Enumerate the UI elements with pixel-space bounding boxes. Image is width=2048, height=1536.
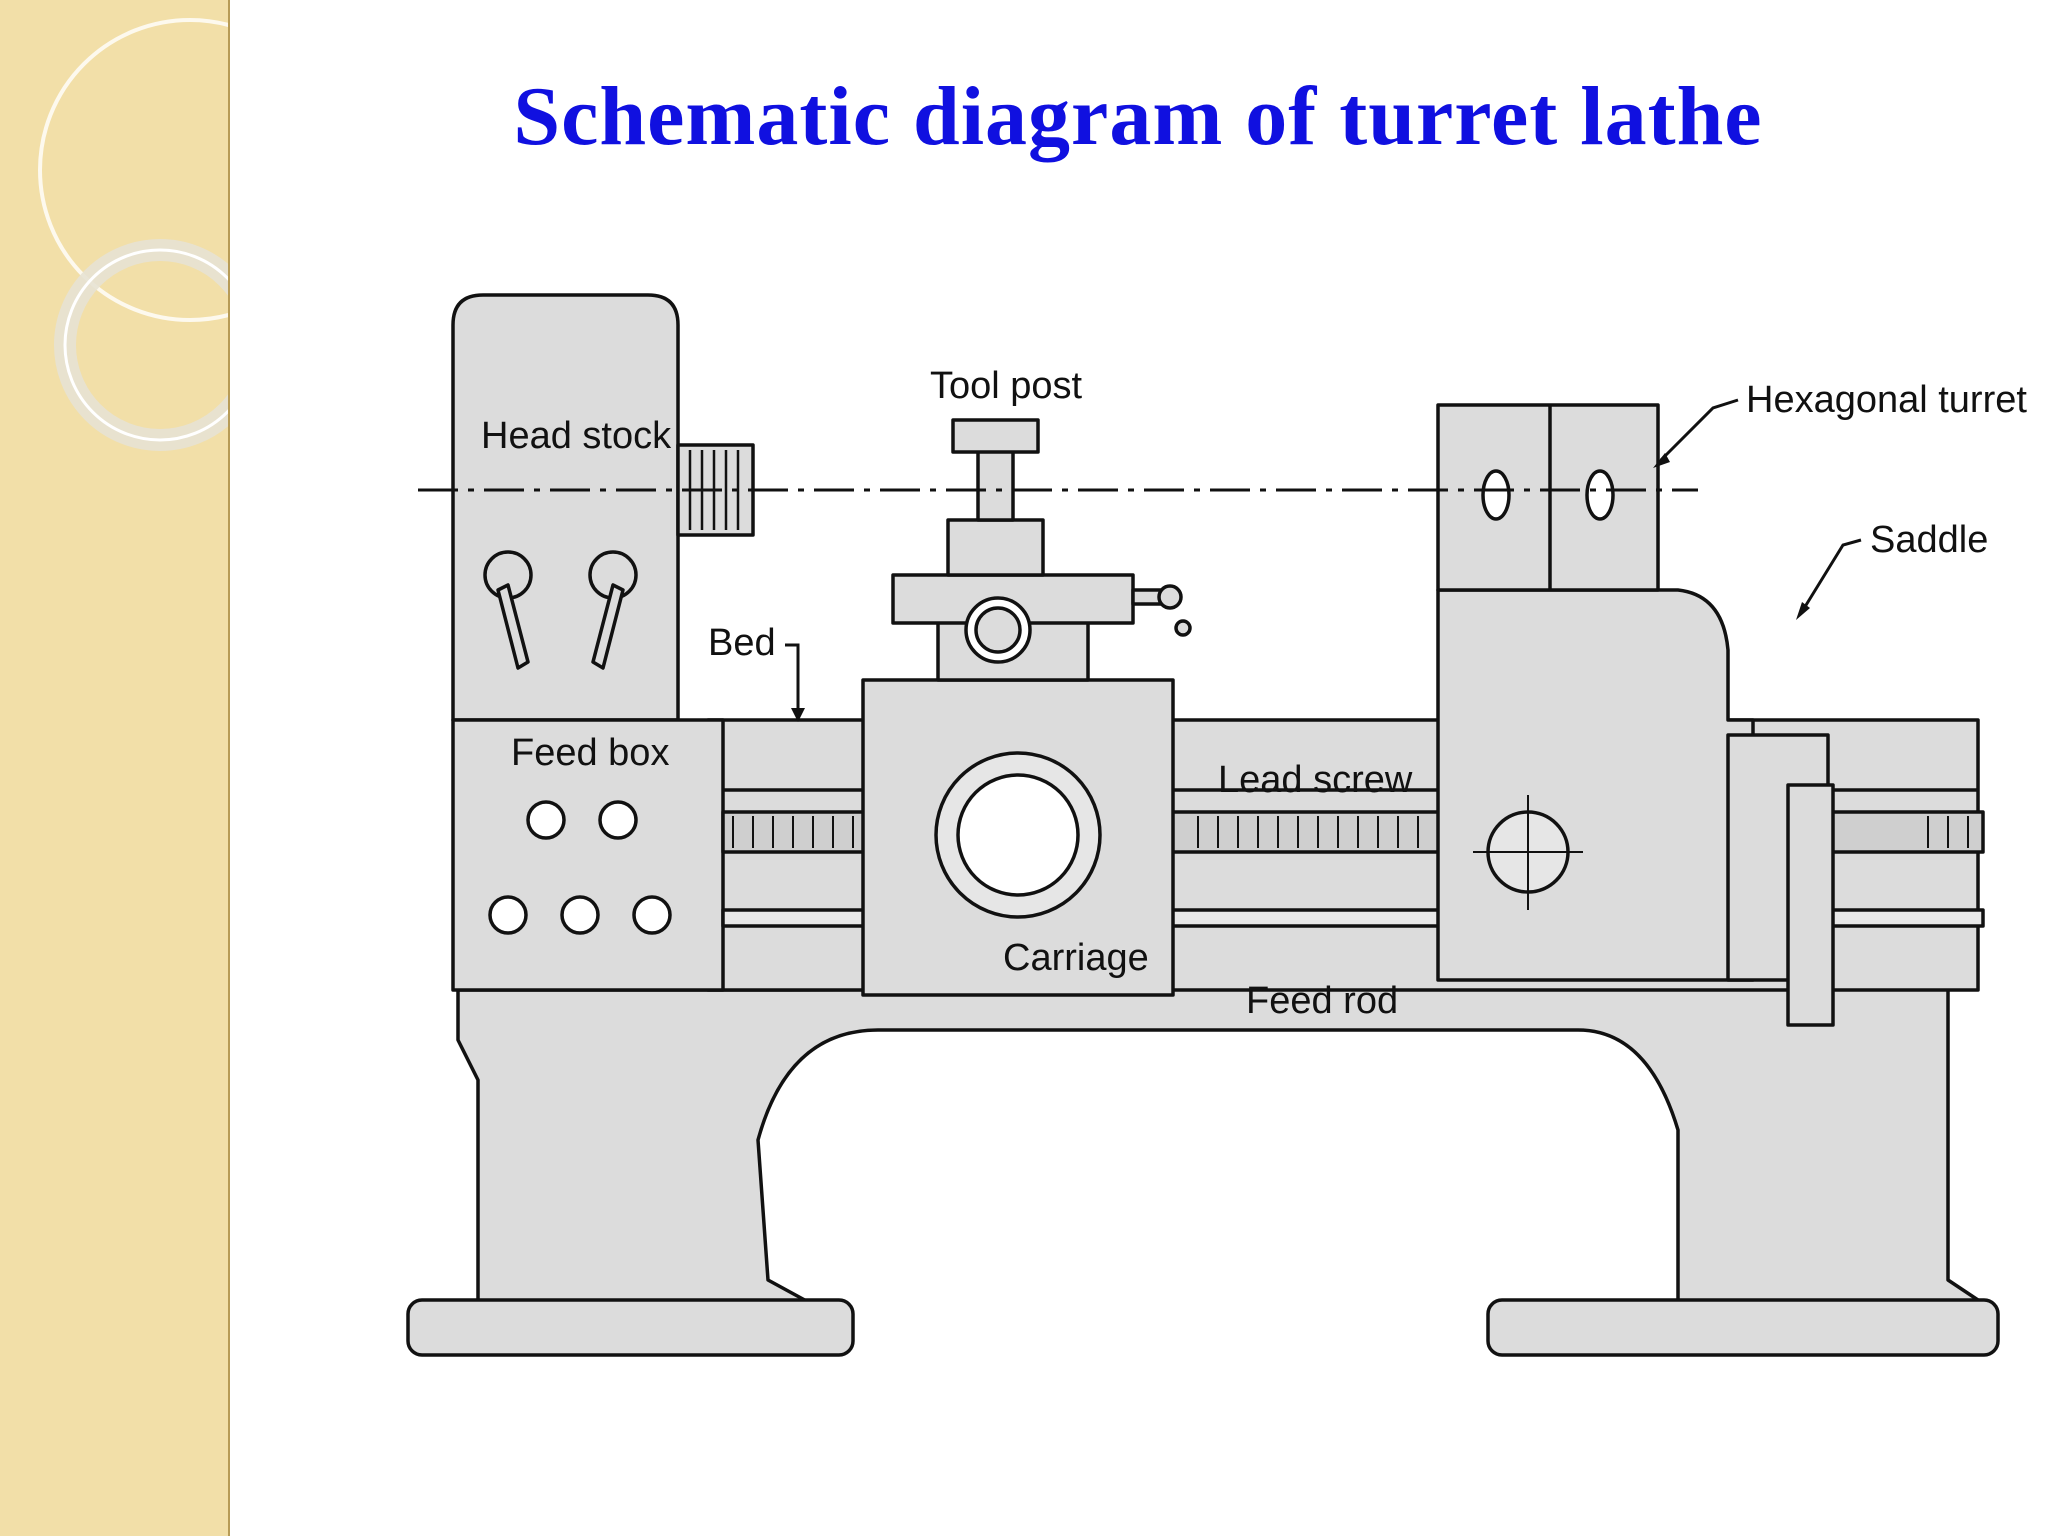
- label-hexagonal-turret: Hexagonal turret: [1746, 379, 2027, 421]
- label-carriage: Carriage: [1003, 937, 1149, 979]
- tool-post: [946, 518, 1045, 577]
- feed-box: [451, 718, 725, 992]
- slide-title: Schematic diagram of turret lathe: [513, 70, 1763, 163]
- decorative-side-panel: [0, 0, 230, 1536]
- label-feed-box: Feed box: [511, 732, 669, 774]
- hexagonal-turret: [1436, 403, 1660, 592]
- leader-saddle: [1801, 538, 1862, 611]
- label-tool-post: Tool post: [930, 365, 1083, 407]
- head-stock: [451, 293, 680, 722]
- left-foot: [406, 1298, 855, 1357]
- bed-legs: [456, 978, 1995, 1312]
- label-bed: Bed: [708, 622, 776, 664]
- label-head-stock: Head stock: [481, 415, 672, 457]
- label-lead-screw: Lead screw: [1218, 759, 1413, 801]
- leader-bed: [785, 643, 800, 710]
- leader-hexagonal-turret: [1659, 398, 1739, 462]
- decorative-rings-icon: [38, 18, 228, 451]
- turret-lathe-diagram: Head stock Tool post Hexagonal turret Sa…: [406, 293, 2027, 1357]
- label-feed-rod: Feed rod: [1246, 980, 1398, 1022]
- label-saddle: Saddle: [1870, 519, 1988, 561]
- right-foot: [1486, 1298, 2000, 1357]
- saddle: [1436, 588, 1755, 982]
